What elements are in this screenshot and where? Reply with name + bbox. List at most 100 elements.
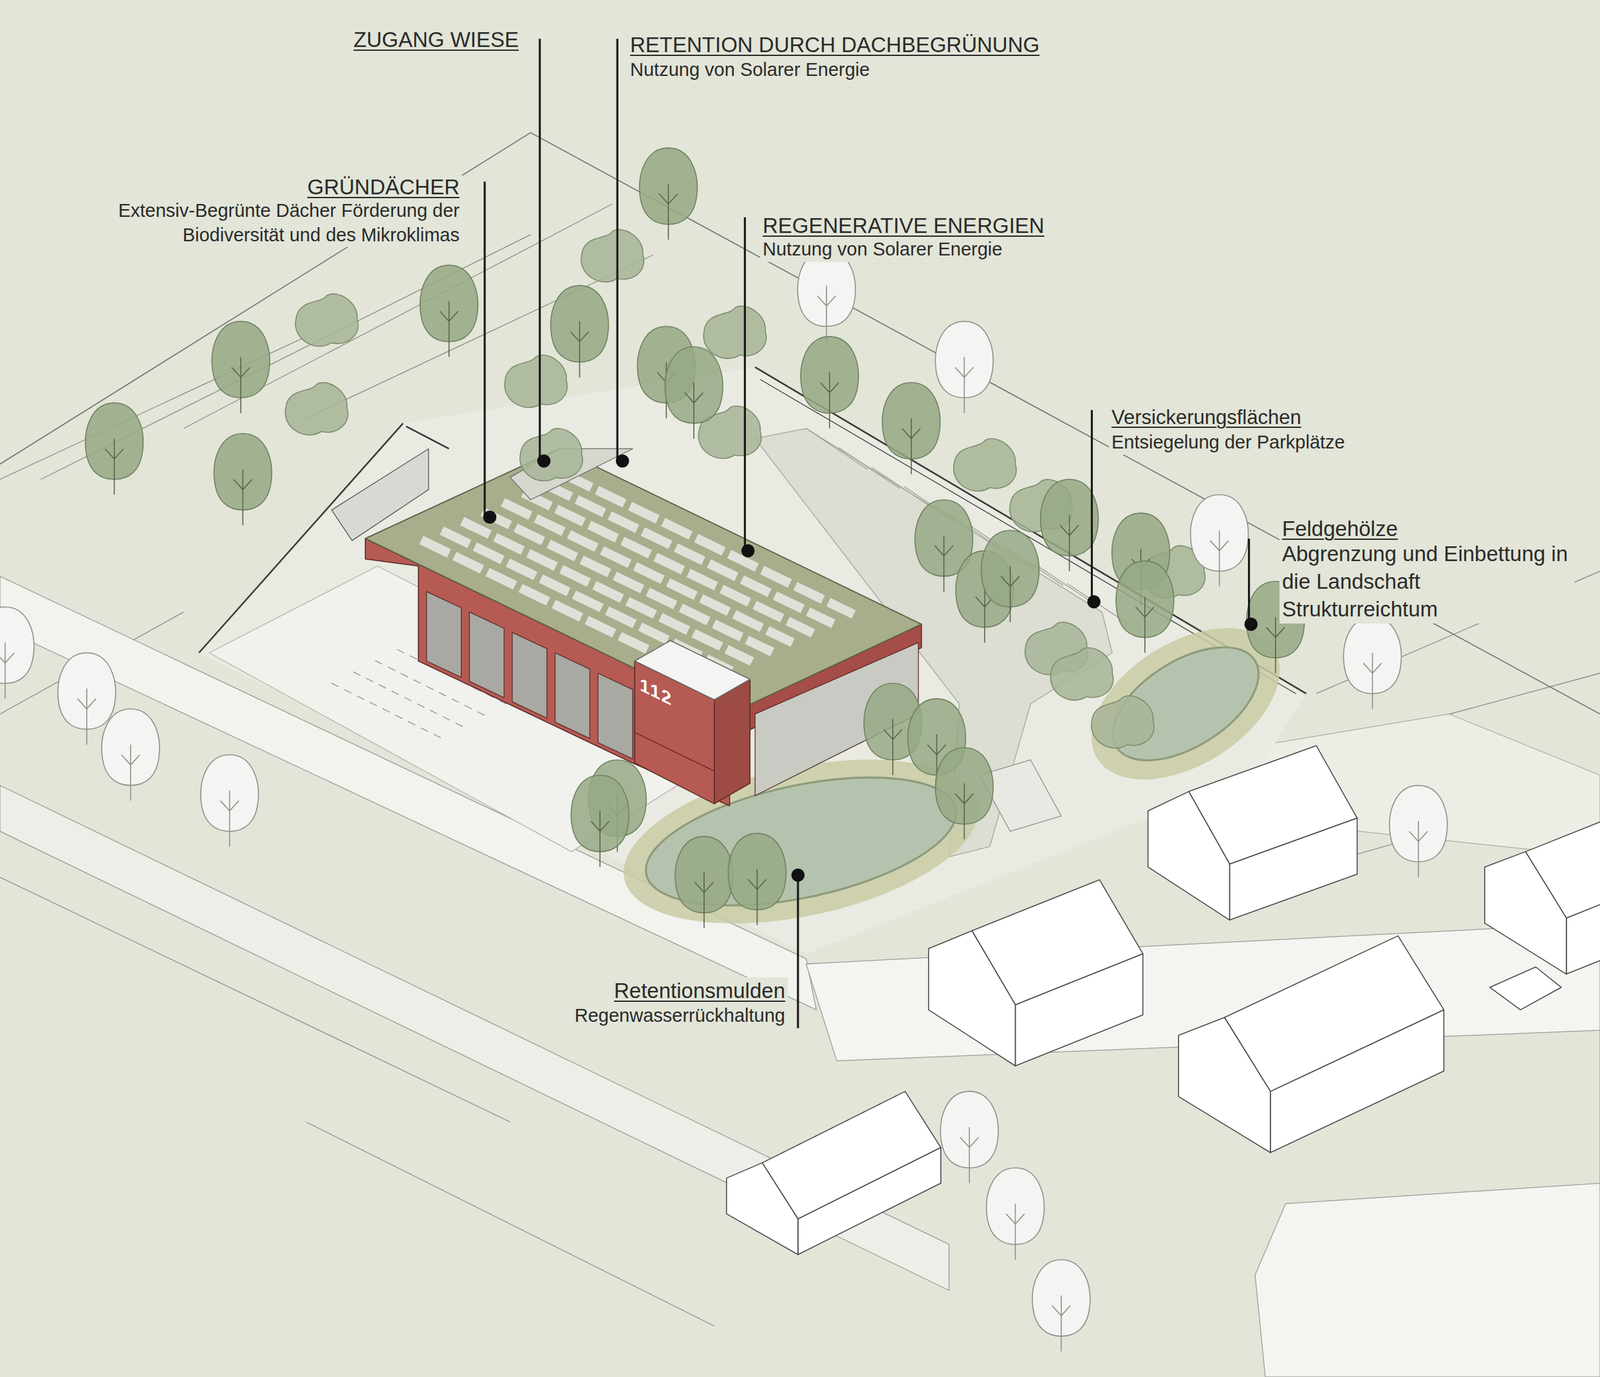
house-roof xyxy=(1224,935,1445,1092)
tree xyxy=(85,402,144,495)
solar-panel-row xyxy=(563,474,854,615)
leader-line xyxy=(483,181,486,518)
leader-dot xyxy=(1244,617,1258,632)
tree-trunk xyxy=(1266,617,1286,674)
shrub-body xyxy=(1091,695,1154,748)
shrub xyxy=(285,382,348,436)
tree-trunk xyxy=(902,418,921,475)
tree xyxy=(882,382,941,475)
callout-heading: Feldgehölze xyxy=(1279,515,1401,544)
garage-door xyxy=(512,632,548,719)
site-boundary xyxy=(406,426,450,450)
shrub-body xyxy=(504,355,568,408)
tree xyxy=(420,265,479,358)
tree-outline xyxy=(1389,785,1448,878)
leader-line xyxy=(744,217,746,551)
shrub-body xyxy=(581,229,644,282)
tree-trunk xyxy=(121,744,141,801)
parcel-line xyxy=(306,1122,715,1327)
callout-heading: ZUGANG WIESE xyxy=(350,26,522,55)
tree xyxy=(935,747,994,840)
tree-outline xyxy=(1190,494,1249,587)
callout-text: Nutzung von Solarer Energie xyxy=(760,237,1005,262)
leader-line xyxy=(796,875,799,1029)
shrub-body xyxy=(703,306,766,359)
leader-dot xyxy=(537,454,551,468)
tree-trunk xyxy=(1052,1295,1071,1352)
tree xyxy=(213,433,272,526)
parking-stall-line xyxy=(1034,564,1097,605)
callout-text: Regenwasserrückhaltung xyxy=(572,1004,788,1029)
callout-heading: REGENERATIVE ENERGIEN xyxy=(760,212,1048,241)
tree-trunk xyxy=(820,372,840,429)
leader-dot xyxy=(791,868,806,883)
shrub xyxy=(953,438,1017,492)
tree-trunk xyxy=(934,535,954,592)
callout-text: Abgrenzung und Einbettung in die Landsch… xyxy=(1279,540,1575,624)
parking-stall-line xyxy=(871,467,933,508)
tree-trunk xyxy=(0,642,15,699)
tower-band xyxy=(634,732,715,772)
callout-text: Entsiegelung der Parkplätze xyxy=(1108,430,1348,456)
callout-heading: RETENTION DURCH DACHBEGRÜNUNG xyxy=(627,31,1042,60)
tree xyxy=(675,836,734,929)
tree-trunk xyxy=(659,183,678,240)
tree xyxy=(639,148,698,241)
tower-side xyxy=(714,679,750,804)
shed xyxy=(331,448,429,541)
garage-door xyxy=(469,612,504,698)
callout-heading: Retentionsmulden xyxy=(611,977,788,1006)
tree-outline xyxy=(940,1091,999,1184)
tree-outline xyxy=(986,1168,1045,1261)
tree xyxy=(800,336,859,429)
tree-trunk xyxy=(570,321,589,378)
tree-trunk xyxy=(747,869,767,926)
forecourt-marking xyxy=(331,683,444,740)
tree xyxy=(981,530,1040,623)
leader-dot xyxy=(615,454,630,468)
tree-trunk xyxy=(955,357,974,414)
shrub xyxy=(520,428,583,481)
parking-stall-line xyxy=(838,447,900,489)
tree-trunk xyxy=(1005,1204,1025,1261)
leader-dot xyxy=(1087,595,1101,609)
tree-trunk xyxy=(1209,530,1229,587)
tree xyxy=(728,833,787,926)
tree xyxy=(664,346,723,439)
house-gable xyxy=(1484,852,1567,975)
tree xyxy=(570,775,629,868)
tree-trunk xyxy=(695,872,714,929)
forecourt-marking xyxy=(353,671,466,728)
site xyxy=(198,367,1306,954)
tree-trunk xyxy=(220,790,239,847)
tree-trunk xyxy=(104,438,124,495)
tree-outline xyxy=(200,754,259,847)
shrub xyxy=(295,294,358,347)
leader-dot xyxy=(483,510,497,524)
leader-line xyxy=(616,38,619,461)
leader-line xyxy=(1247,538,1250,625)
tree-trunk xyxy=(439,301,459,358)
green-roof xyxy=(365,448,922,714)
solar-panel-row xyxy=(543,483,834,624)
shrub xyxy=(1050,648,1113,701)
tree-outline xyxy=(935,321,994,414)
tree-outline xyxy=(1343,617,1402,710)
shrub xyxy=(504,355,568,408)
callout-heading: Versickerungsflächen xyxy=(1108,404,1304,431)
tree xyxy=(1040,479,1099,572)
callout-text: Nutzung von Solarer Energie xyxy=(627,57,873,83)
tree-trunk xyxy=(1363,653,1382,710)
tree-trunk xyxy=(1135,596,1155,653)
house-roof xyxy=(762,1091,941,1219)
garage-door xyxy=(597,673,633,759)
solar-panel-row xyxy=(523,493,813,634)
tree xyxy=(550,285,609,378)
shrub-body xyxy=(953,438,1017,492)
tree-outline xyxy=(1032,1260,1091,1353)
tree-outline xyxy=(101,709,160,802)
leader-line xyxy=(1090,409,1093,602)
parking-stall-line xyxy=(806,428,868,470)
